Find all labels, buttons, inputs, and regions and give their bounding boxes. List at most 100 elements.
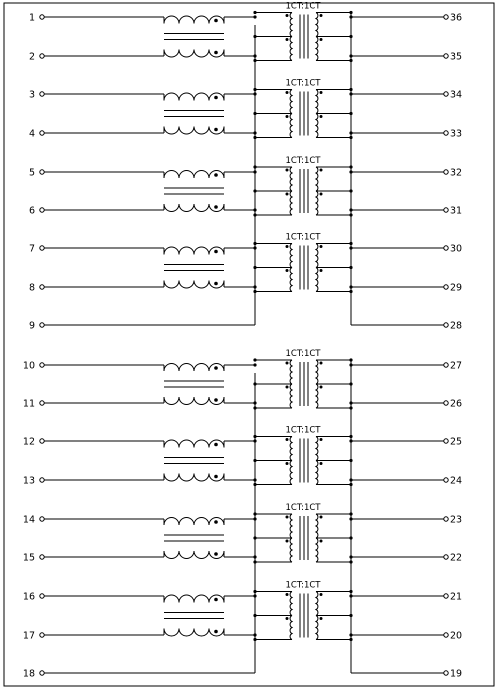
pin-terminal-left	[39, 130, 45, 136]
pin-terminal-left	[39, 284, 45, 290]
junction-dot	[349, 560, 353, 564]
pin-terminal-left	[39, 91, 45, 97]
junction-dot	[285, 617, 289, 620]
pin-label-right: 21	[450, 592, 462, 603]
junction-dot	[349, 213, 353, 217]
junction-dot	[319, 593, 323, 596]
junction-dot	[319, 192, 323, 196]
junction-dot	[349, 358, 353, 362]
pin-label-left: 10	[23, 361, 35, 372]
transformer-winding	[289, 513, 294, 539]
choke-channel	[44, 246, 257, 289]
junction-dot	[253, 594, 257, 598]
choke-winding	[163, 439, 225, 448]
transformer-winding	[289, 383, 294, 409]
junction-dot	[253, 517, 257, 521]
junction-dot	[253, 111, 257, 116]
pin-label-left: 1	[29, 13, 35, 24]
junction-dot	[214, 249, 218, 254]
choke-channel	[44, 439, 257, 482]
transformer-label: 1CT:1CT	[285, 503, 321, 513]
pin-label-right: 20	[450, 631, 462, 642]
pin-terminal-left	[39, 53, 45, 59]
junction-dot	[253, 613, 257, 618]
junction-dot	[253, 213, 257, 217]
junction-dot	[214, 629, 218, 634]
transformer-winding	[289, 436, 294, 461]
pin-terminal-right	[443, 670, 449, 676]
choke-winding	[163, 473, 225, 482]
junction-dot	[349, 401, 353, 405]
choke-channel	[44, 15, 257, 58]
junction-dot	[253, 170, 257, 174]
transformer-channel: 1CT:1CT	[253, 503, 444, 564]
junction-dot	[253, 10, 257, 15]
transformer-winding	[289, 460, 294, 485]
choke-channel	[44, 363, 257, 405]
junction-dot	[349, 439, 353, 443]
pin-label-left: 2	[29, 52, 35, 63]
pin-terminal-right	[443, 130, 449, 136]
junction-dot	[253, 189, 257, 193]
choke-winding	[163, 517, 225, 526]
pin-terminal-right	[443, 400, 449, 406]
transformer-channel: 1CT:1CT	[253, 426, 444, 487]
junction-dot	[253, 637, 257, 642]
junction-dot	[349, 555, 353, 559]
junction-dot	[319, 385, 323, 389]
pin-terminal-right	[443, 284, 449, 290]
junction-dot	[253, 15, 257, 19]
transformer-winding	[314, 513, 319, 539]
junction-dot	[349, 131, 353, 135]
junction-dot	[349, 246, 353, 250]
choke-winding	[163, 363, 225, 372]
pin-label-left: 5	[29, 168, 35, 179]
junction-dot	[319, 269, 323, 272]
transformer-winding	[314, 591, 319, 616]
choke-winding	[163, 92, 225, 101]
junction-dot	[349, 285, 353, 289]
transformer-winding	[314, 243, 319, 268]
junction-dot	[349, 613, 353, 618]
junction-dot	[214, 366, 218, 370]
transformer-channel: 1CT:1CT	[253, 156, 444, 217]
junction-dot	[253, 512, 257, 516]
choke-winding	[163, 49, 225, 58]
isolation-transformers: 1CT:1CT1CT:1CT1CT:1CT1CT:1CT1CT:1CT1CT:1…	[253, 2, 444, 642]
junction-dot	[214, 442, 218, 447]
pin-terminal-left	[39, 516, 45, 522]
choke-channel	[44, 594, 257, 637]
junction-dot	[253, 241, 257, 246]
pin-label-left: 9	[29, 321, 35, 332]
junction-dot	[349, 637, 353, 642]
junction-dot	[214, 127, 218, 132]
pin-label-right: 19	[450, 669, 462, 680]
junction-dot	[214, 552, 218, 556]
choke-channel	[44, 170, 257, 212]
pin-terminal-left	[39, 322, 45, 328]
pin-terminal-right	[443, 362, 449, 368]
pin-label-left: 14	[23, 515, 35, 526]
choke-winding	[163, 280, 225, 289]
junction-dot	[349, 241, 353, 246]
choke-winding	[163, 628, 225, 637]
transformer-winding	[314, 267, 319, 292]
junction-dot	[214, 18, 218, 23]
junction-dot	[214, 474, 218, 479]
pin-terminal-right	[443, 554, 449, 560]
pin-terminal-left	[39, 400, 45, 406]
junction-dot	[253, 560, 257, 564]
pin-terminal-right	[443, 14, 449, 20]
pin-terminal-left	[39, 245, 45, 251]
transformer-label: 1CT:1CT	[285, 156, 321, 166]
junction-dot	[214, 95, 218, 100]
transformer-winding	[289, 12, 294, 37]
junction-dot	[349, 170, 353, 174]
pin-label-right: 34	[450, 90, 462, 101]
pin-label-left: 18	[23, 669, 35, 680]
pin-terminal-left	[39, 207, 45, 213]
junction-dot	[285, 515, 289, 519]
junction-dot	[319, 361, 323, 365]
junction-dot	[214, 520, 218, 524]
